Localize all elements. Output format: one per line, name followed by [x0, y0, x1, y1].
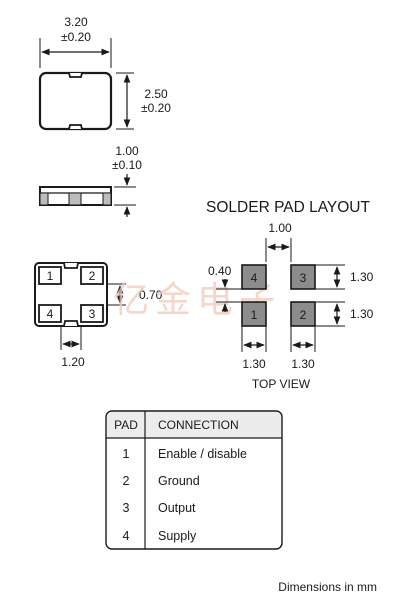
- bottom-pad-label-1: 1: [47, 269, 54, 283]
- package-bottom-view: 1 2 4 3 0.70 1.20: [34, 262, 163, 369]
- package-side-view: 1.00 ±0.10: [39, 144, 142, 217]
- bottom-pad-label-3: 3: [89, 307, 96, 321]
- top-view-label: TOP VIEW: [252, 377, 311, 391]
- solder-pad-width-right-value: 1.30: [291, 357, 315, 371]
- solder-gap-vertical-value: 0.40: [208, 264, 232, 278]
- package-outline: [38, 71, 113, 131]
- solder-gap-horizontal-value: 1.00: [268, 221, 292, 235]
- solder-pad-2: [290, 301, 316, 327]
- bottom-pad-label-2: 2: [89, 269, 96, 283]
- table-row-pad: 3: [123, 501, 130, 515]
- table-row-connection: Output: [158, 501, 196, 515]
- solder-pad-layout: SOLDER PAD LAYOUT 1.00 4 3 1 2 0.40 1.30…: [206, 199, 374, 391]
- bottom-pad-2: [80, 266, 104, 285]
- solder-pad-1: [241, 301, 267, 327]
- side-pad-right: [102, 192, 112, 206]
- bottom-pad-4: [38, 304, 62, 323]
- width-value: 3.20: [64, 15, 88, 29]
- table-row-connection: Ground: [158, 474, 200, 488]
- pad-connection-table: PAD CONNECTION 1 Enable / disable 2 Grou…: [105, 410, 283, 550]
- bottom-pad-3: [80, 304, 104, 323]
- side-pad-left: [39, 192, 49, 206]
- pad-gap-value: 0.70: [139, 288, 163, 302]
- dimensions-note: Dimensions in mm: [278, 580, 377, 594]
- solder-pad-label-1: 1: [251, 308, 258, 322]
- thickness-tolerance: ±0.10: [112, 158, 142, 172]
- table-row-pad: 1: [123, 447, 130, 461]
- solder-pad-height-top-value: 1.30: [350, 270, 374, 284]
- package-top-view: 3.20 ±0.20 2.50 ±0.20: [38, 15, 171, 131]
- table-row-pad: 4: [123, 529, 130, 543]
- table-row-pad: 2: [123, 474, 130, 488]
- solder-pad-4: [241, 264, 267, 290]
- bottom-pad-label-4: 4: [47, 307, 54, 321]
- solder-pad-width-left-value: 1.30: [242, 357, 266, 371]
- solder-pad-label-2: 2: [300, 308, 307, 322]
- pad-width-value: 1.20: [61, 355, 85, 369]
- table-row-connection: Enable / disable: [158, 447, 247, 461]
- width-tolerance: ±0.20: [61, 30, 91, 44]
- solder-pad-label-4: 4: [251, 271, 258, 285]
- table-header-pad: PAD: [114, 418, 138, 432]
- side-pad-middle: [68, 192, 82, 206]
- table-frame: [105, 410, 283, 550]
- solder-pad-height-bottom-value: 1.30: [350, 307, 374, 321]
- package-notch-bottom: [68, 124, 83, 130]
- solder-pad-label-3: 3: [300, 271, 307, 285]
- bottom-pad-1: [38, 266, 62, 285]
- solder-pad-3: [290, 264, 316, 290]
- height-tolerance: ±0.20: [141, 101, 171, 115]
- table-header-connection: CONNECTION: [158, 418, 239, 432]
- package-notch-top: [68, 72, 83, 78]
- solder-layout-title: SOLDER PAD LAYOUT: [206, 199, 370, 216]
- height-value: 2.50: [144, 87, 168, 101]
- table-row-connection: Supply: [158, 529, 197, 543]
- thickness-value: 1.00: [115, 144, 139, 158]
